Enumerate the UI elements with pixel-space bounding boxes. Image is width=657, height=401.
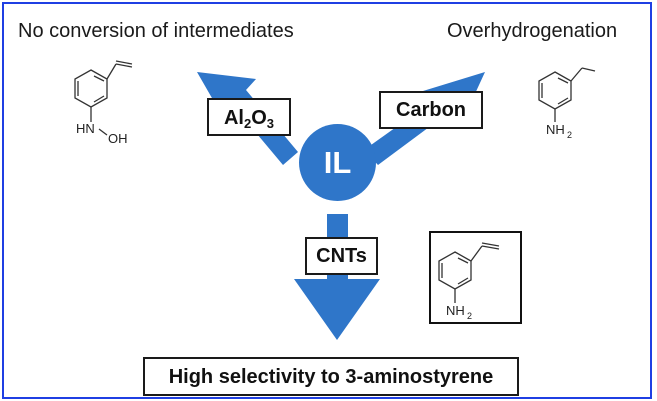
al2o3-label-box: Al2O3 — [207, 98, 291, 136]
al2o3-sub2: 2 — [243, 116, 252, 131]
right-outcome-title: Overhydrogenation — [447, 20, 618, 42]
al2o3-sub3: 3 — [266, 116, 275, 131]
right-molecule: NH 2 — [526, 50, 621, 155]
al2o3-al: Al — [223, 107, 244, 129]
target-molecule-box: NH 2 — [429, 231, 522, 324]
cnts-label-box: CNTs — [305, 237, 378, 275]
target-mol-nh-sub: 2 — [467, 311, 472, 321]
target-mol-nh: NH — [446, 303, 465, 318]
right-mol-nh-sub: 2 — [567, 130, 572, 140]
result-label-box: High selectivity to 3-aminostyrene — [143, 357, 519, 396]
target-molecule: NH 2 — [438, 242, 500, 321]
left-molecule: HN OH — [60, 47, 155, 152]
il-center-circle: IL — [299, 124, 376, 201]
left-mol-oh: OH — [108, 131, 128, 146]
right-mol-nh: NH — [546, 122, 565, 137]
bottom-arrow — [294, 214, 380, 340]
carbon-label-box: Carbon — [379, 91, 483, 129]
left-outcome-title: No conversion of intermediates — [18, 20, 294, 42]
left-mol-hn: HN — [76, 121, 95, 136]
al2o3-o: O — [251, 107, 267, 129]
